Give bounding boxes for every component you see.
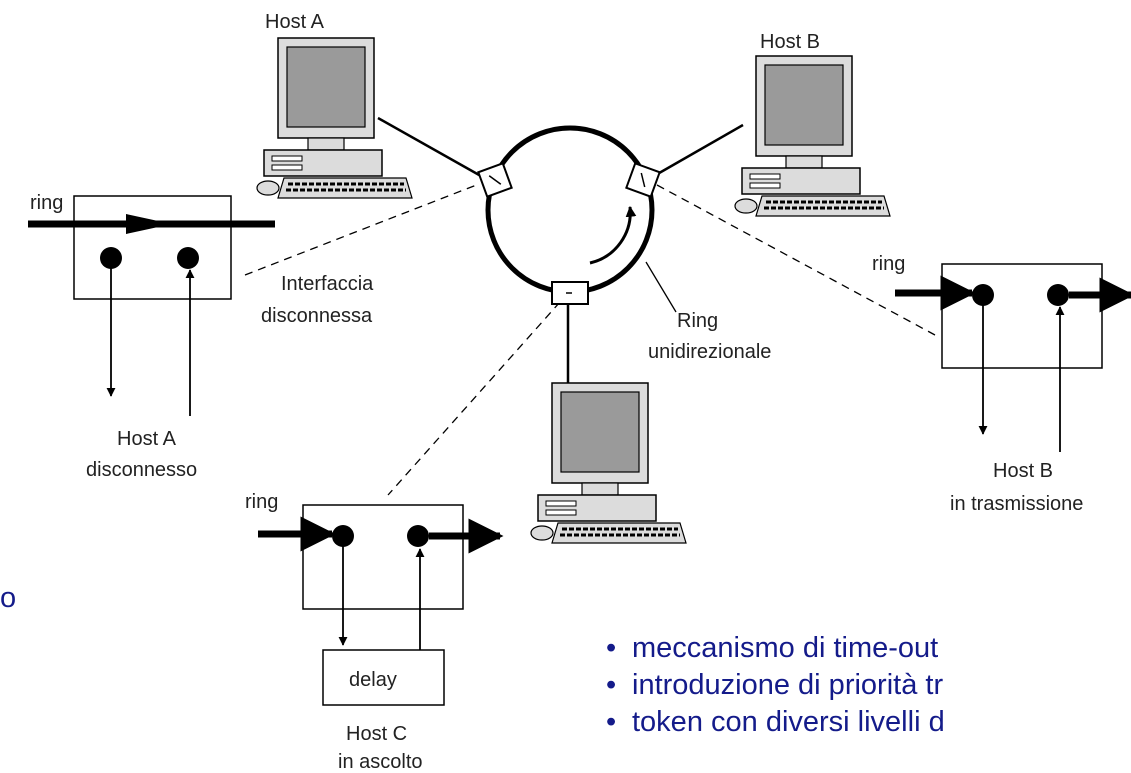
tap-host-a — [477, 162, 513, 198]
interface-a — [28, 195, 275, 416]
label-delay: delay — [349, 669, 397, 691]
label-host-b-transmitting-2: in trasmissione — [950, 493, 1083, 515]
tap-host-c — [551, 281, 589, 305]
host-b-cable — [646, 123, 744, 182]
callout-line-c — [387, 301, 561, 496]
label-host-b: Host B — [760, 31, 820, 53]
delay-box — [322, 649, 445, 706]
label-host-b-transmitting-1: Host B — [993, 460, 1053, 482]
tap-host-b — [625, 162, 661, 198]
label-host-a: Host A — [265, 11, 325, 33]
ring-direction-arrow — [589, 205, 637, 265]
label-ring-right: ring — [872, 253, 905, 275]
interface-b — [895, 263, 1131, 452]
host-a-computer — [255, 36, 414, 200]
label-host-c-2: in ascolto — [338, 751, 423, 773]
label-host-c-1: Host C — [346, 723, 407, 745]
callout-line-b — [656, 184, 936, 336]
label-interface-disconnected-2: disconnessa — [261, 305, 373, 327]
label-host-a-disconnected-2: disconnesso — [86, 459, 197, 481]
bullet-list: meccanismo di time-out introduzione di p… — [606, 630, 945, 741]
ring-leader-line — [645, 261, 677, 313]
label-ring-unidirectional-1: Ring — [677, 310, 718, 332]
label-ring-unidirectional-2: unidirezionale — [648, 341, 771, 363]
host-a-cable — [377, 116, 489, 182]
label-interface-disconnected-1: Interfaccia — [281, 273, 374, 295]
bullet-item: token con diversi livelli d — [606, 704, 945, 741]
host-b-computer — [733, 54, 892, 218]
label-host-a-disconnected-1: Host A — [117, 428, 177, 450]
bullet-item: meccanismo di time-out — [606, 630, 945, 667]
ring-circle — [485, 125, 655, 295]
interface-c — [258, 504, 504, 706]
clipped-slide-text: o — [0, 582, 17, 614]
label-ring-left: ring — [30, 192, 63, 214]
host-c-computer — [529, 381, 688, 545]
bullet-item: introduzione di priorità tr — [606, 667, 945, 704]
label-ring-bottom: ring — [245, 491, 278, 513]
